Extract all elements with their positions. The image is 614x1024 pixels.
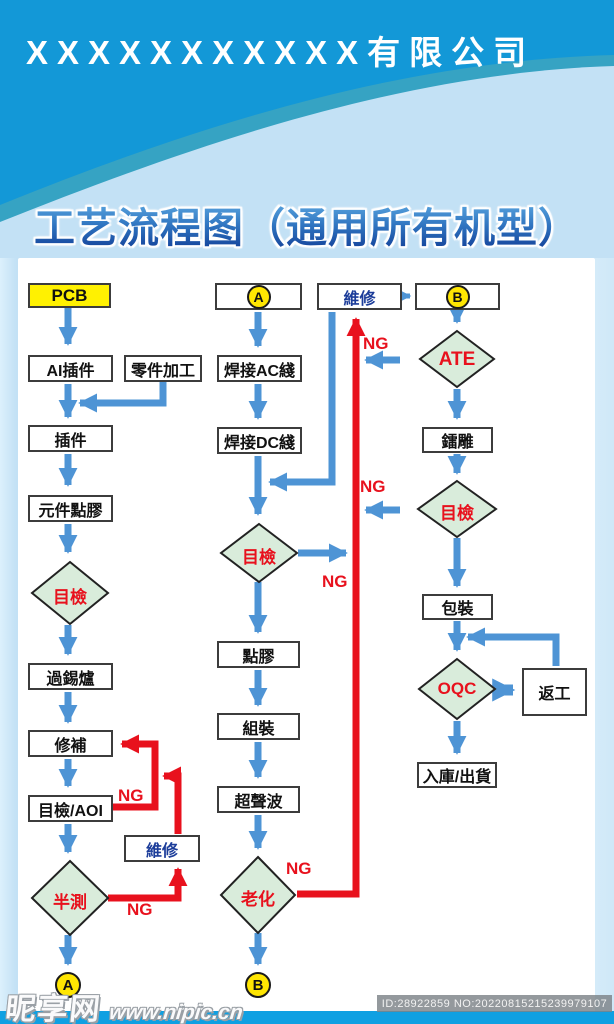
- arrow-maintenance2-return: [268, 312, 336, 492]
- node-assembly: 組裝: [217, 713, 300, 740]
- label-burn-in: 老化: [241, 890, 275, 909]
- red-ng-paths: [108, 317, 366, 902]
- label-oqc: OQC: [437, 679, 477, 698]
- arrow-rework-return: [466, 627, 560, 666]
- page-title-outline: 工艺流程图（通用所有机型）: [0, 194, 614, 254]
- header-wave: [0, 0, 614, 258]
- company-name: XXXXXXXXXXX有限公司: [26, 34, 536, 71]
- ng-label-inspect3: NG: [360, 477, 386, 496]
- connector-a-bottom: A: [55, 972, 81, 998]
- path-burnin-ng-to-maintenance2: [297, 317, 366, 898]
- path-aoi-ng-to-touchup: [113, 734, 159, 811]
- diamond-visual-inspect-2: [219, 522, 299, 584]
- node-maintenance-1: 維修: [124, 835, 200, 862]
- path-maintenance1-join: [162, 766, 182, 834]
- footer-blue-bar: [0, 1011, 614, 1024]
- blue-arrows: [58, 304, 560, 966]
- node-solder-dc: 焊接DC綫: [217, 427, 302, 454]
- connector-b-circle: B: [445, 284, 470, 309]
- path-semitest-ng-to-maintenance1: [108, 867, 188, 902]
- node-connector-b-box: B: [415, 283, 500, 310]
- diamond-oqc: [417, 657, 497, 721]
- image-id-badge: ID:28922859 NO:20220815215239979107: [377, 995, 612, 1012]
- node-touch-up: 修補: [28, 730, 113, 757]
- arrow-part-machining-join: [78, 382, 167, 413]
- decision-diamonds: [30, 329, 498, 937]
- ng-label-burnin: NG: [286, 859, 312, 878]
- node-connector-a-box: A: [215, 283, 302, 310]
- node-part-machining: 零件加工: [124, 355, 202, 382]
- node-solder-ac: 焊接AC綫: [217, 355, 302, 382]
- diamond-semi-test: [30, 859, 110, 937]
- connector-b-bottom: B: [245, 972, 271, 998]
- wave-light-fill: [0, 66, 614, 258]
- node-rework: 返工: [522, 668, 587, 716]
- node-aoi-inspect: 目檢/AOI: [28, 795, 113, 822]
- diamond-visual-inspect-3: [416, 479, 498, 539]
- node-packing: 包裝: [422, 594, 493, 620]
- label-visual-inspect-2: 目檢: [242, 548, 276, 567]
- page-title-text: 工艺流程图（通用所有机型）: [34, 205, 580, 251]
- label-semi-test: 半測: [53, 893, 87, 912]
- node-warehouse-ship: 入庫/出貨: [417, 762, 497, 788]
- watermark-url: www.nipic.cn: [108, 1001, 244, 1024]
- diamond-ate: [418, 329, 496, 389]
- diamond-visual-inspect-1: [30, 560, 110, 626]
- node-pcb: PCB: [28, 283, 111, 308]
- node-maintenance-2: 維修: [317, 283, 402, 310]
- page-title: 工艺流程图（通用所有机型） 工艺流程图（通用所有机型）: [0, 194, 614, 254]
- ng-label-ate: NG: [363, 334, 389, 353]
- diamond-burn-in: [219, 855, 297, 935]
- ng-label-inspect2: NG: [322, 572, 348, 591]
- watermark-site-name: 昵享网: [3, 993, 104, 1024]
- node-ai-insert: AI插件: [28, 355, 113, 382]
- label-visual-inspect-3: 目檢: [440, 504, 474, 523]
- node-wave-solder: 過錫爐: [28, 663, 113, 690]
- node-gluing: 點膠: [217, 641, 300, 668]
- ng-label-semitest: NG: [127, 900, 153, 919]
- node-insert: 插件: [28, 425, 113, 452]
- connector-a-circle: A: [246, 284, 271, 309]
- node-ultrasonic: 超聲波: [217, 786, 300, 813]
- label-visual-inspect-1: 目檢: [53, 588, 87, 607]
- label-ate: ATE: [438, 349, 476, 370]
- node-component-gluing: 元件點膠: [28, 495, 113, 522]
- ng-label-aoi: NG: [118, 786, 144, 805]
- node-laser-mark: 鐳雕: [422, 427, 493, 453]
